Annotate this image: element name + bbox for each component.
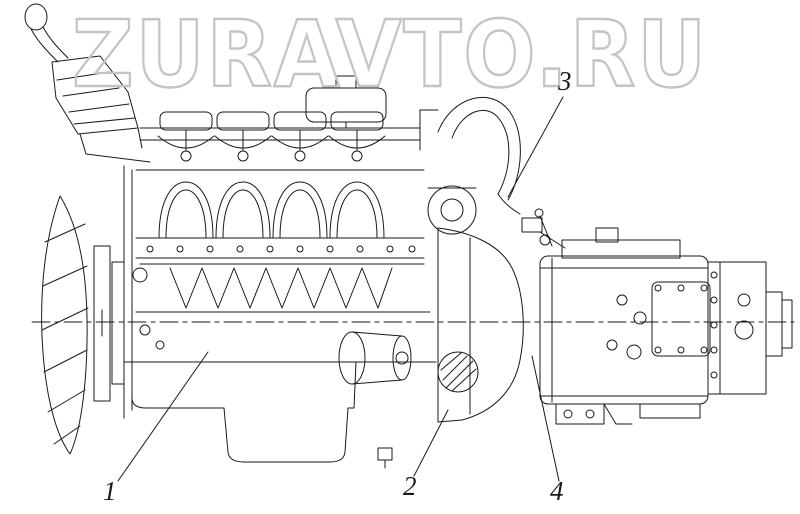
air-intake-pipe — [437, 96, 521, 215]
rear-housing — [707, 261, 793, 395]
cylinder-head — [135, 111, 425, 171]
injectors — [180, 129, 363, 162]
turbocharger — [419, 109, 477, 235]
gear-shift-lever — [24, 3, 151, 163]
crank-pulley — [93, 245, 125, 402]
side-cover-plate — [651, 281, 711, 357]
callout-3-label: 3 — [557, 66, 572, 96]
leader-2 — [413, 409, 449, 477]
leader-3 — [507, 96, 564, 198]
expansion-tank — [305, 75, 387, 129]
callout-2-label: 2 — [403, 471, 417, 501]
output-flange — [765, 291, 783, 357]
callout-4-label: 4 — [550, 476, 564, 506]
clutch-lever-bracket — [521, 208, 566, 249]
fuel-lines — [157, 135, 386, 149]
callout-1-label: 1 — [103, 476, 117, 506]
leader-4 — [531, 355, 560, 482]
clutch-housing — [437, 227, 524, 423]
watermark-text: ZURAVTO.RU — [72, 1, 708, 108]
callout-leaders — [117, 96, 564, 482]
drain-plug — [377, 447, 393, 461]
cooling-fan — [41, 195, 89, 455]
starter-motor — [338, 331, 412, 385]
leader-1 — [117, 351, 209, 482]
oil-pan — [131, 361, 393, 469]
exhaust-shield-zigzag — [169, 267, 393, 309]
pto-cover — [555, 403, 605, 425]
gearbox — [539, 227, 711, 425]
intake-manifold — [135, 181, 425, 239]
engine-front-cover — [123, 165, 165, 419]
hatched-coupling — [437, 351, 479, 393]
engine-block — [123, 245, 437, 363]
